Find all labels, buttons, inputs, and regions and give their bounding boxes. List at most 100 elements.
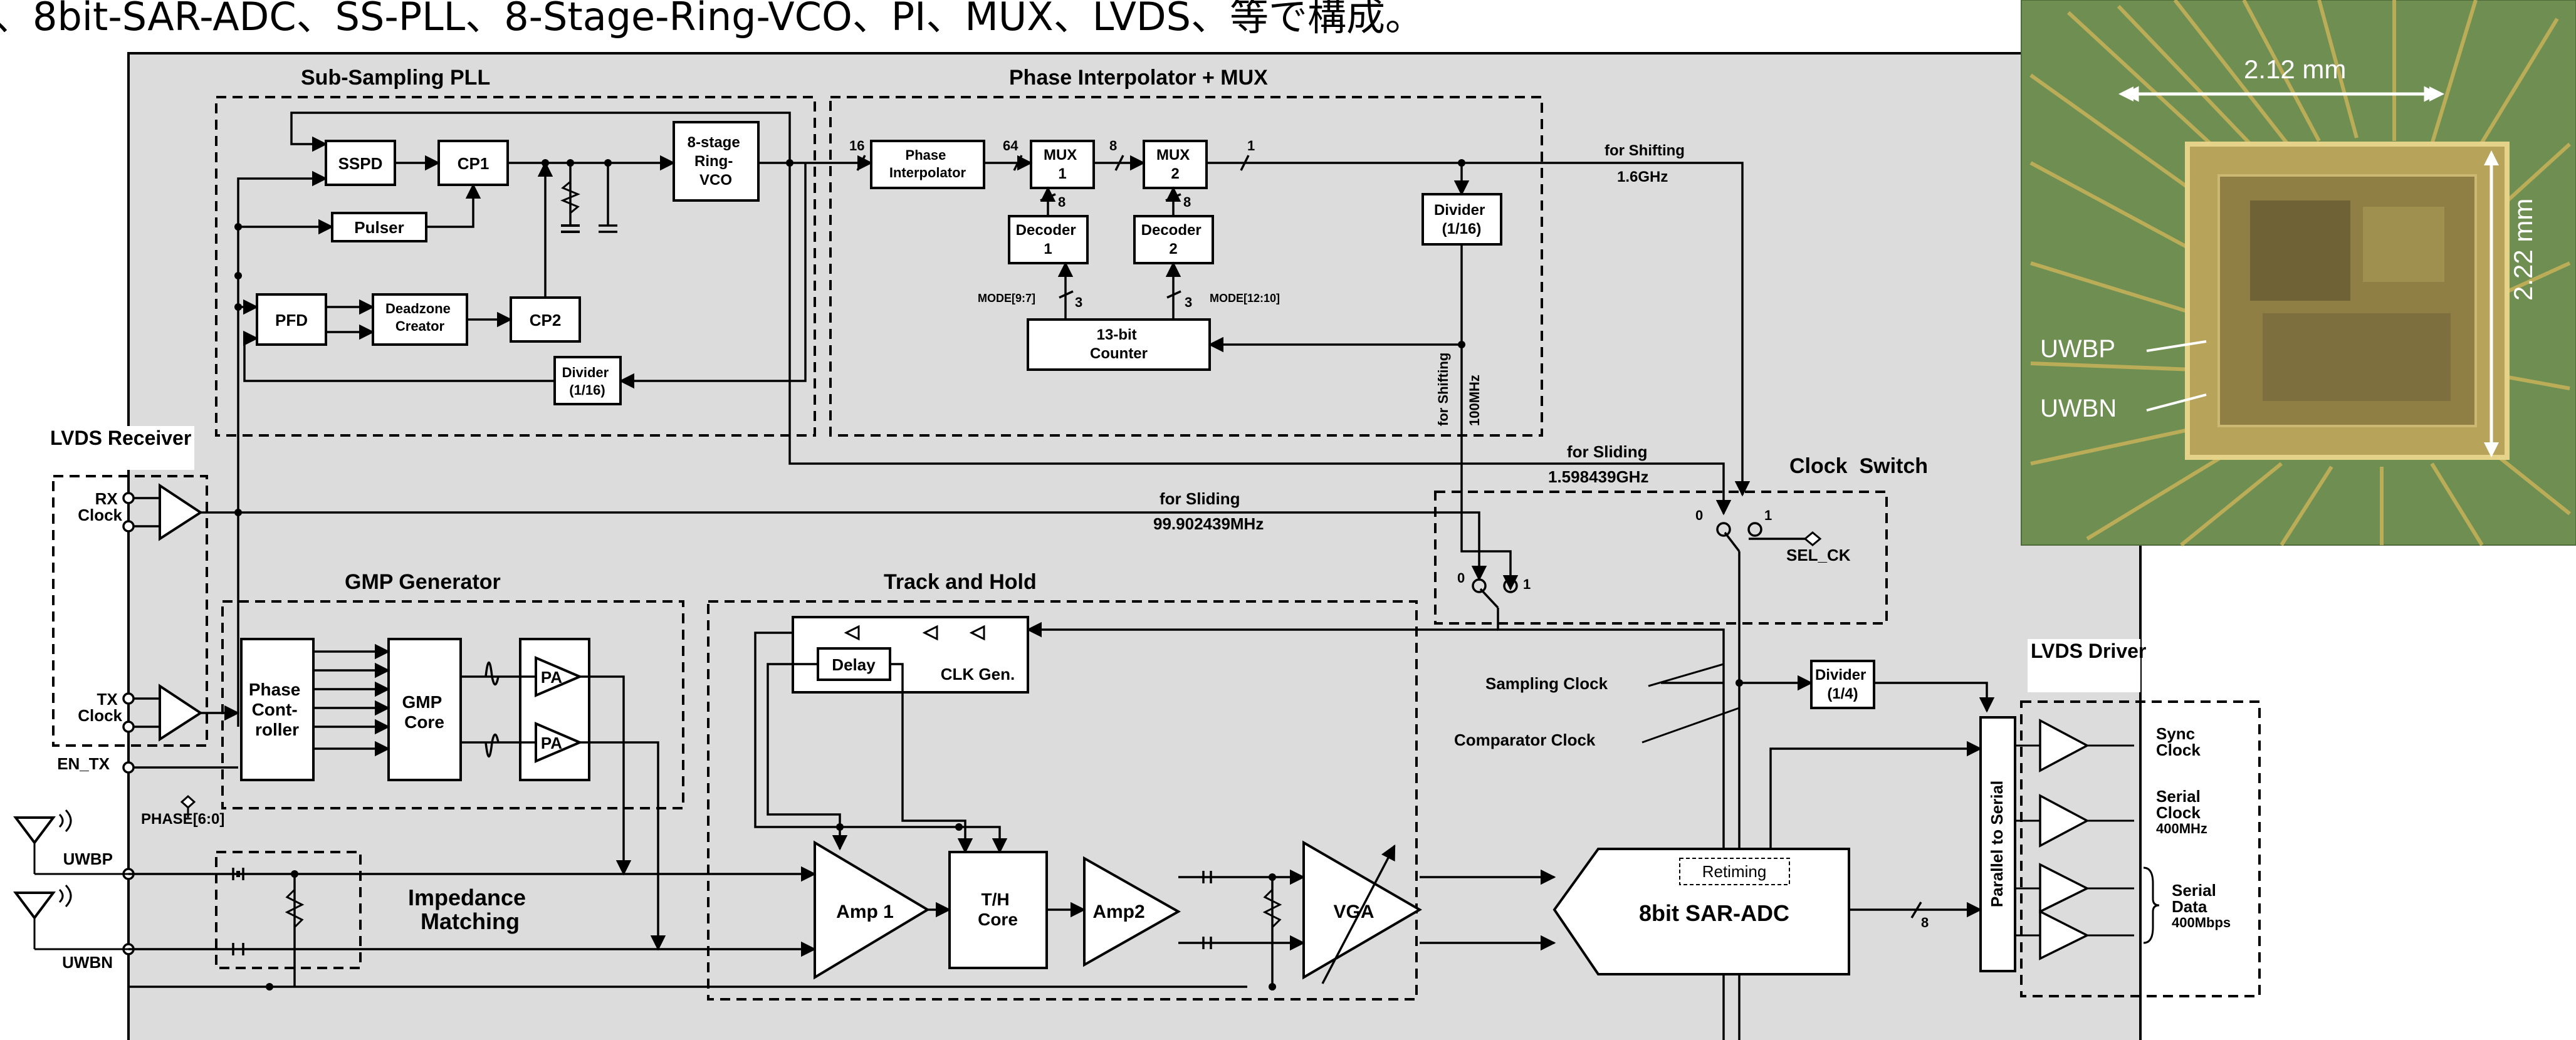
divider-4-line-1: Divider	[1815, 667, 1866, 684]
vco-line-2: Ring-	[694, 153, 733, 170]
impedance-label: Impedance Matching	[408, 885, 532, 934]
serial-data-label: Serial Data 400Mbps	[2172, 881, 2231, 930]
sliding2-freq: 99.902439MHz	[1153, 514, 1264, 533]
deadzone-line-1: Deadzone	[385, 301, 451, 316]
antenna-n-icon	[16, 893, 53, 918]
shifting-title: for Shifting	[1605, 142, 1685, 159]
clock-switch-title: Clock Switch	[1789, 454, 1928, 478]
gmp-core-label: GMP Core	[402, 692, 446, 732]
uwbp-label: UWBP	[63, 850, 113, 868]
delay-label: Delay	[832, 655, 876, 674]
tx-clock-line-2: Clock	[78, 706, 122, 725]
serial-data-line-2: Data	[2172, 897, 2207, 916]
rx-clock-label: RX Clock	[78, 489, 122, 524]
bus-64-label: 64	[1003, 138, 1018, 153]
mode-lo-label: MODE[9:7]	[978, 292, 1035, 304]
shifting-vert-freq: 100MHz	[1467, 375, 1482, 426]
counter-line-2: Counter	[1090, 345, 1148, 362]
sel-ck-label: SEL_CK	[1786, 546, 1851, 564]
vco-line-3: VCO	[699, 172, 732, 189]
vga-label: VGA	[1333, 902, 1374, 922]
uwbn-label: UWBN	[62, 953, 113, 972]
divider-pi-line-1: Divider	[1434, 202, 1485, 219]
gmp-title: GMP Generator	[345, 570, 501, 594]
switch1-1: 1	[1764, 507, 1772, 523]
switch2-1: 1	[1523, 576, 1531, 592]
retiming-label: Retiming	[1702, 862, 1767, 881]
decoder2-line-1: Decoder	[1141, 222, 1202, 239]
pa1-label: PA	[541, 668, 562, 687]
divider-pi-line-2: (1/16)	[1442, 221, 1482, 237]
impedance-line-1: Impedance	[408, 885, 526, 910]
lvds-rx-title-line: LVDS Receiver	[50, 427, 191, 449]
vco-line-1: 8-stage	[688, 134, 740, 151]
switch2-0: 0	[1457, 570, 1465, 586]
mux2-line-1: MUX	[1156, 147, 1190, 164]
bus-16-label: 16	[849, 138, 864, 153]
sspd-label: SSPD	[338, 154, 383, 173]
mode-hi-label: MODE[12:10]	[1210, 292, 1280, 304]
lvds-driver-title: LVDS Driver	[2031, 640, 2146, 662]
en-tx-label: EN_TX	[57, 754, 110, 773]
decoder1-line-1: Decoder	[1016, 222, 1076, 239]
sliding1-freq: 1.598439GHz	[1548, 467, 1648, 486]
p2s-label: Parallel to Serial	[1987, 781, 2006, 907]
counter-line-1: 13-bit	[1097, 326, 1137, 343]
phase-ctrl-line-3: roller	[255, 720, 299, 739]
serial-clock-line-3: 400MHz	[2156, 821, 2207, 836]
sync-line-2: Clock	[2156, 741, 2201, 759]
phase-ctrl-line-1: Phase	[249, 680, 301, 699]
bus-8c-label: 8	[1183, 194, 1191, 210]
bus-8-adc-label: 8	[1921, 915, 1929, 930]
divider-4-line-2: (1/4)	[1827, 685, 1858, 702]
phase-interp-line-2: Interpolator	[889, 165, 966, 180]
deadzone-line-2: Creator	[395, 318, 445, 334]
shifting-freq: 1.6GHz	[1617, 169, 1668, 185]
bus-3b-label: 3	[1185, 294, 1192, 310]
comparator-clock-label: Comparator Clock	[1454, 731, 1596, 749]
gmp-core-line-2: Core	[404, 712, 444, 732]
phase-ctrl-label: Phase Cont- roller	[249, 680, 305, 739]
divider-pll-line-2: (1/16)	[569, 382, 605, 398]
pfd-label: PFD	[275, 311, 308, 330]
lvds-rx-title: LVDS Receiver	[50, 427, 191, 449]
sampling-clock-label: Sampling Clock	[1485, 674, 1608, 693]
bus-8a-label: 8	[1109, 138, 1117, 153]
pa-group-box	[520, 639, 589, 780]
decoder2-line-2: 2	[1169, 241, 1177, 257]
decoder1-line-2: 1	[1044, 241, 1052, 257]
photo-uwbp-label: UWBP	[2040, 335, 2115, 363]
pi-mux-title: Phase Interpolator + MUX	[1009, 66, 1268, 90]
bus-3a-label: 3	[1075, 294, 1082, 310]
pa2-label: PA	[541, 734, 562, 752]
tx-clock-label: TX Clock	[78, 690, 122, 725]
mux1-line-1: MUX	[1044, 147, 1077, 164]
photo-uwbn-label: UWBN	[2040, 395, 2117, 422]
caption-text: 、8bit-SAR-ADC、SS-PLL、8-Stage-Ring-VCO、PI…	[0, 0, 1424, 39]
serial-clock-line-2: Clock	[2156, 803, 2201, 822]
sync-clock-label: Sync Clock	[2156, 724, 2201, 759]
switch1-0: 0	[1695, 507, 1703, 523]
chip-photo: 2.12 mm 2.22 mm UWBP UWBN	[2021, 0, 2576, 545]
shifting-vert: for Shifting	[1435, 353, 1451, 426]
impedance-line-2: Matching	[421, 908, 520, 934]
mux2-line-2: 2	[1171, 165, 1179, 182]
bus-8b-label: 8	[1058, 194, 1065, 210]
th-core-line-1: T/H	[982, 890, 1010, 909]
amp1-label: Amp 1	[836, 902, 894, 922]
serial-clock-label: Serial Clock 400MHz	[2156, 787, 2207, 836]
adc-label: 8bit SAR-ADC	[1639, 900, 1789, 926]
track-hold-title: Track and Hold	[884, 570, 1037, 594]
rx-clock-line-2: Clock	[78, 506, 122, 524]
sliding2-title: for Sliding	[1160, 489, 1240, 508]
phase-label: PHASE[6:0]	[141, 811, 224, 828]
divider-pll-line-1: Divider	[562, 365, 609, 380]
phase-ctrl-line-2: Cont-	[252, 700, 298, 719]
photo-width-label: 2.12 mm	[2244, 55, 2346, 84]
sliding1-title: for Sliding	[1567, 442, 1648, 461]
cp2-label: CP2	[530, 311, 562, 330]
antenna-p-icon	[16, 818, 53, 843]
mux1-line-2: 1	[1058, 165, 1066, 182]
